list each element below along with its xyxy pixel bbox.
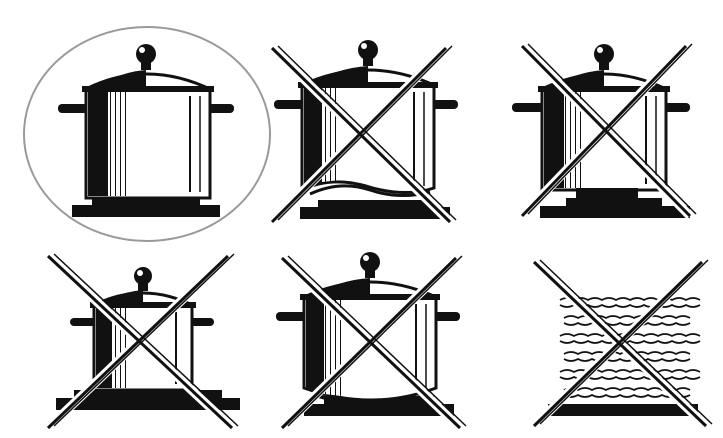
cross-marker [534,260,712,426]
heat-wave-line [560,370,700,372]
heat-wave-line [564,359,690,361]
panel-warped-bottom-pot [272,40,458,222]
panel-narrow-pot [48,254,240,428]
panel-correct-pot [24,27,270,241]
heat-wave-line [560,341,700,343]
panel-pot-smaller-than-burner [512,44,696,218]
heat-wave-line [564,316,690,318]
panel-no-pot-flames [534,260,712,426]
pot-icon [58,44,234,217]
burner-icon [548,404,698,416]
panel-rounded-bottom-pot [276,252,466,428]
heat-wave-line [564,323,690,325]
